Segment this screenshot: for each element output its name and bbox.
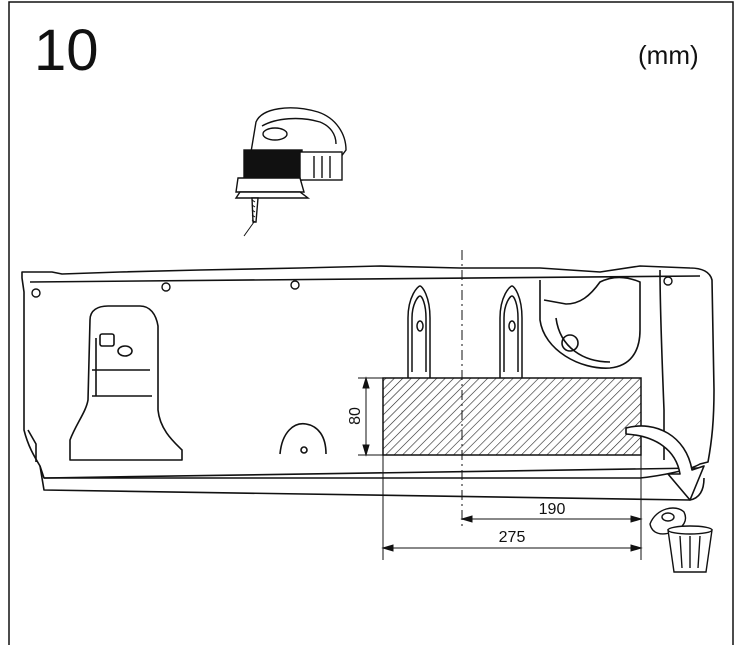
height-label: 80 — [347, 407, 364, 425]
jigsaw-icon — [234, 107, 347, 237]
slot-tabs — [407, 285, 523, 378]
cut-area — [382, 377, 642, 456]
dimension-short-width — [382, 455, 643, 560]
step-number: 10 — [34, 18, 99, 83]
dimension-height — [358, 376, 383, 457]
panel-outline — [21, 265, 715, 501]
long-width-label: 275 — [499, 529, 526, 546]
panel-border — [8, 1, 734, 645]
drop-arrow-icon — [625, 425, 705, 501]
short-width-label: 190 — [539, 501, 566, 518]
dimension-long-width — [381, 544, 643, 552]
unit-label: (mm) — [638, 40, 699, 70]
mounting-holes — [31, 276, 673, 298]
trash-bin-icon — [667, 525, 713, 573]
